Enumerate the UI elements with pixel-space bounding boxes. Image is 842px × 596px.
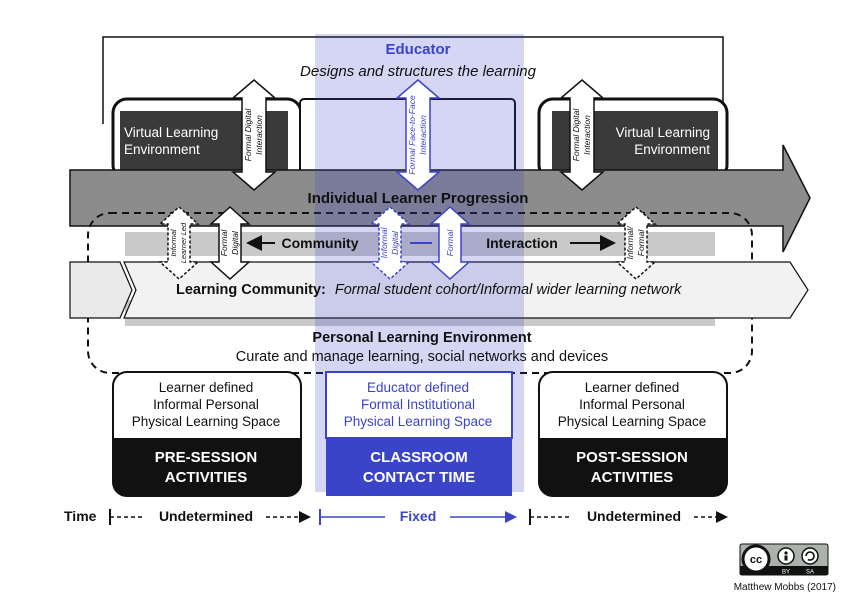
vle-right-line1: Virtual Learning (616, 125, 710, 140)
interaction-label: Interaction (486, 235, 558, 251)
id-label-a: Informal (379, 227, 389, 259)
if-label-a: Informal/ (625, 225, 635, 260)
informal-digital-arrow (369, 205, 411, 281)
pre-space-line1: Learner defined (159, 380, 254, 395)
credit-text: Matthew Mobbs (2017) (734, 582, 836, 593)
formal-digital-interaction-arrow-right (558, 79, 606, 191)
learning-community-label: Learning Community: Formal student cohor… (176, 282, 682, 298)
ill-label-b: Learner Led (179, 222, 188, 263)
educator-subtitle: Designs and structures the learning (300, 63, 537, 80)
fdi-left-label-b: Interaction (254, 115, 264, 155)
class-space-line1: Educator defined (367, 380, 469, 395)
classroom-title-b: CONTACT TIME (363, 469, 475, 486)
formal-arrow (429, 205, 471, 281)
time-pre: Undetermined (159, 508, 253, 524)
learning-community-lead (69, 261, 133, 319)
educator-bracket (102, 36, 724, 124)
progression-label: Individual Learner Progression (308, 190, 529, 207)
vle-left-line2: Environment (124, 142, 200, 157)
ple-title: Personal Learning Environment (312, 330, 531, 346)
informal-learner-led-arrow (158, 205, 200, 281)
pre-space-line2: Informal Personal (153, 397, 259, 412)
fdi-left-label-a: Formal Digital (243, 108, 253, 162)
post-session-title-b: ACTIVITIES (591, 469, 674, 486)
svg-text:SA: SA (806, 570, 814, 576)
ple-subtitle: Curate and manage learning, social netwo… (236, 349, 608, 365)
educator-title: Educator (385, 41, 450, 58)
f2f-label-b: Interaction (418, 115, 428, 155)
post-space-line3: Physical Learning Space (558, 414, 707, 429)
time-label: Time (64, 508, 97, 524)
fdi-right-label-b: Interaction (582, 115, 592, 155)
cc-license-badge: cc BY SA (739, 543, 829, 576)
fd-label-a: Formal (219, 229, 229, 257)
pre-space-line3: Physical Learning Space (132, 414, 281, 429)
cc-icon (741, 544, 771, 574)
class-space-line3: Physical Learning Space (344, 414, 493, 429)
classroom-label-box (326, 438, 512, 496)
fd-label-b: Digital (230, 230, 240, 255)
time-class: Fixed (400, 508, 437, 524)
f2f-label-a: Formal Face-to-Face (407, 95, 417, 175)
class-space-line2: Formal Institutional (361, 397, 475, 412)
ill-label-a: Informal (169, 229, 178, 256)
if-label-b: Formal (636, 229, 646, 257)
svg-text:cc: cc (750, 554, 762, 566)
id-label-b: Digital (390, 230, 400, 255)
vle-left-line1: Virtual Learning (124, 125, 218, 140)
community-label: Community (282, 235, 359, 251)
formal-digital-interaction-arrow-left (230, 79, 278, 191)
fdi-right-label-a: Formal Digital (571, 108, 581, 162)
formal-f2f-arrow (394, 79, 442, 191)
svg-text:BY: BY (782, 570, 790, 576)
time-post: Undetermined (587, 508, 681, 524)
formal-digital-arrow (209, 205, 251, 281)
post-space-line1: Learner defined (585, 380, 680, 395)
vle-right-line2: Environment (634, 142, 710, 157)
post-space-line2: Informal Personal (579, 397, 685, 412)
post-session-title-a: POST-SESSION (576, 449, 688, 466)
formal-label: Formal (445, 229, 455, 257)
classroom-title-a: CLASSROOM (370, 449, 468, 466)
pre-session-title-a: PRE-SESSION (155, 449, 258, 466)
informal-formal-arrow (615, 205, 657, 281)
sa-icon (801, 547, 819, 565)
pre-session-title-b: ACTIVITIES (165, 469, 248, 486)
